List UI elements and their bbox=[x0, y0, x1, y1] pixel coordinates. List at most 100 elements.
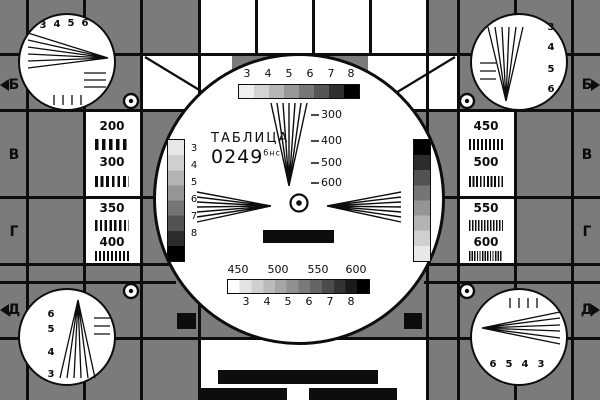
fan-scale-number: 4 bbox=[547, 42, 555, 53]
wedge-fan-horizontal-icon bbox=[27, 32, 109, 105]
right-wedge bbox=[326, 191, 402, 223]
scale-number: 6 bbox=[306, 67, 314, 80]
left-wedge bbox=[196, 191, 272, 223]
grayscale-steps-bottom bbox=[227, 279, 370, 294]
edge-letter-right: Г bbox=[582, 224, 592, 240]
resolution-bars-350 bbox=[95, 220, 129, 231]
card-title-block: ТАБЛИЦА 0249бнс bbox=[211, 132, 289, 167]
strip-number: 4 bbox=[190, 160, 198, 171]
grid-line bbox=[369, 0, 372, 53]
edge-letter-right: Б bbox=[581, 77, 593, 93]
center-target-icon bbox=[289, 193, 309, 213]
fan-scale-number: 3 bbox=[39, 20, 47, 31]
fan-scale-number: 6 bbox=[47, 309, 55, 320]
fan-scale-number: 4 bbox=[53, 19, 61, 30]
scale-number: 3 bbox=[243, 67, 251, 80]
edge-arrow-right-icon bbox=[591, 304, 600, 316]
grid-line bbox=[514, 0, 517, 400]
corner-circle-bottom-right: 6 5 4 3 bbox=[470, 288, 568, 386]
resolution-value: 350 bbox=[99, 201, 125, 215]
resolution-bars-550 bbox=[469, 220, 503, 231]
vertical-wedge bbox=[270, 102, 308, 187]
fan-scale-number: 3 bbox=[47, 369, 55, 380]
scale-number: 7 bbox=[327, 67, 335, 80]
sync-bar-bottom-right bbox=[309, 388, 397, 400]
registration-marker-icons bbox=[122, 92, 476, 300]
grid-line bbox=[457, 0, 460, 400]
edge-letter-left: Г bbox=[9, 224, 19, 240]
grid-line bbox=[571, 0, 574, 400]
wedge-fan-horizontal-icon bbox=[481, 298, 561, 345]
fan-scale-number: 3 bbox=[537, 359, 545, 370]
resolution-value: 300 bbox=[99, 155, 125, 169]
scale-number: 5 bbox=[285, 67, 293, 80]
resolution-value: 600 bbox=[473, 235, 499, 249]
black-square-left bbox=[177, 313, 196, 329]
grid-line bbox=[83, 0, 86, 400]
wedge-label: 500 bbox=[321, 156, 342, 169]
wedge-label: 300 bbox=[321, 108, 342, 121]
burst-label: 450 bbox=[227, 263, 249, 276]
scale-number: 8 bbox=[347, 295, 355, 308]
strip-number: 3 bbox=[190, 143, 198, 154]
grid-line bbox=[26, 0, 29, 400]
corner-circle-top-left: 3 4 5 6 bbox=[18, 13, 116, 111]
fan-scale-number: 4 bbox=[521, 359, 529, 370]
fan-scale-number: 4 bbox=[47, 347, 55, 358]
card-code-suffix: бнс bbox=[263, 148, 281, 158]
fan-scale-number: 3 bbox=[547, 22, 555, 33]
scale-number: 4 bbox=[263, 295, 271, 308]
wedge-label: 600 bbox=[321, 176, 342, 189]
edge-letter-left: Б bbox=[8, 77, 20, 93]
strip-number: 6 bbox=[190, 194, 198, 205]
grid-line bbox=[140, 0, 143, 400]
edge-arrow-left-icon bbox=[0, 79, 9, 91]
resolution-value: 550 bbox=[473, 201, 499, 215]
resolution-bars-450 bbox=[469, 139, 503, 150]
fan-scale-number: 5 bbox=[47, 324, 55, 335]
strip-number: 8 bbox=[190, 228, 198, 239]
fan-scale-number: 6 bbox=[81, 18, 89, 29]
grid-line bbox=[0, 281, 176, 284]
grid-line bbox=[255, 0, 258, 53]
burst-label: 500 bbox=[267, 263, 289, 276]
burst-label: 600 bbox=[345, 263, 367, 276]
strip-number: 7 bbox=[190, 211, 198, 222]
scale-number: 8 bbox=[347, 67, 355, 80]
edge-arrow-left-icon bbox=[0, 304, 9, 316]
sync-bar-bottom-left bbox=[199, 388, 287, 400]
black-reference-bar bbox=[263, 230, 334, 243]
resolution-bars-300 bbox=[95, 176, 129, 187]
grayscale-steps-top bbox=[238, 84, 360, 99]
resolution-bars-400 bbox=[95, 251, 129, 261]
edge-letter-left: Д bbox=[7, 302, 21, 318]
edge-letter-left: В bbox=[8, 147, 20, 163]
edge-letter-right: Д bbox=[580, 302, 594, 318]
strip-number: 5 bbox=[190, 177, 198, 188]
resolution-value: 200 bbox=[99, 119, 125, 133]
scale-number: 4 bbox=[264, 67, 272, 80]
scale-number: 3 bbox=[242, 295, 250, 308]
resolution-value: 450 bbox=[473, 119, 499, 133]
resolution-value: 400 bbox=[99, 235, 125, 249]
card-code: 0249бнс bbox=[211, 148, 289, 167]
scale-number: 7 bbox=[326, 295, 334, 308]
edge-letter-right: В bbox=[581, 147, 593, 163]
wedge-label: 400 bbox=[321, 134, 342, 147]
grid-line bbox=[424, 281, 600, 284]
corner-circle-top-right: 3 4 5 6 bbox=[470, 13, 568, 111]
card-code-number: 0249 bbox=[211, 146, 264, 168]
corner-circle-bottom-left: 6 5 4 3 bbox=[18, 288, 116, 386]
resolution-bars-200 bbox=[95, 139, 129, 150]
edge-arrow-right-icon bbox=[591, 79, 600, 91]
scale-number: 5 bbox=[284, 295, 292, 308]
card-title: ТАБЛИЦА bbox=[211, 131, 290, 146]
fan-scale-number: 5 bbox=[67, 18, 75, 29]
sync-bar-top bbox=[218, 370, 378, 384]
grid-line bbox=[312, 0, 315, 53]
grayscale-strip-right bbox=[413, 139, 431, 262]
burst-label: 550 bbox=[307, 263, 329, 276]
wedge-label-ticks bbox=[311, 114, 319, 184]
fan-scale-number: 6 bbox=[489, 359, 497, 370]
